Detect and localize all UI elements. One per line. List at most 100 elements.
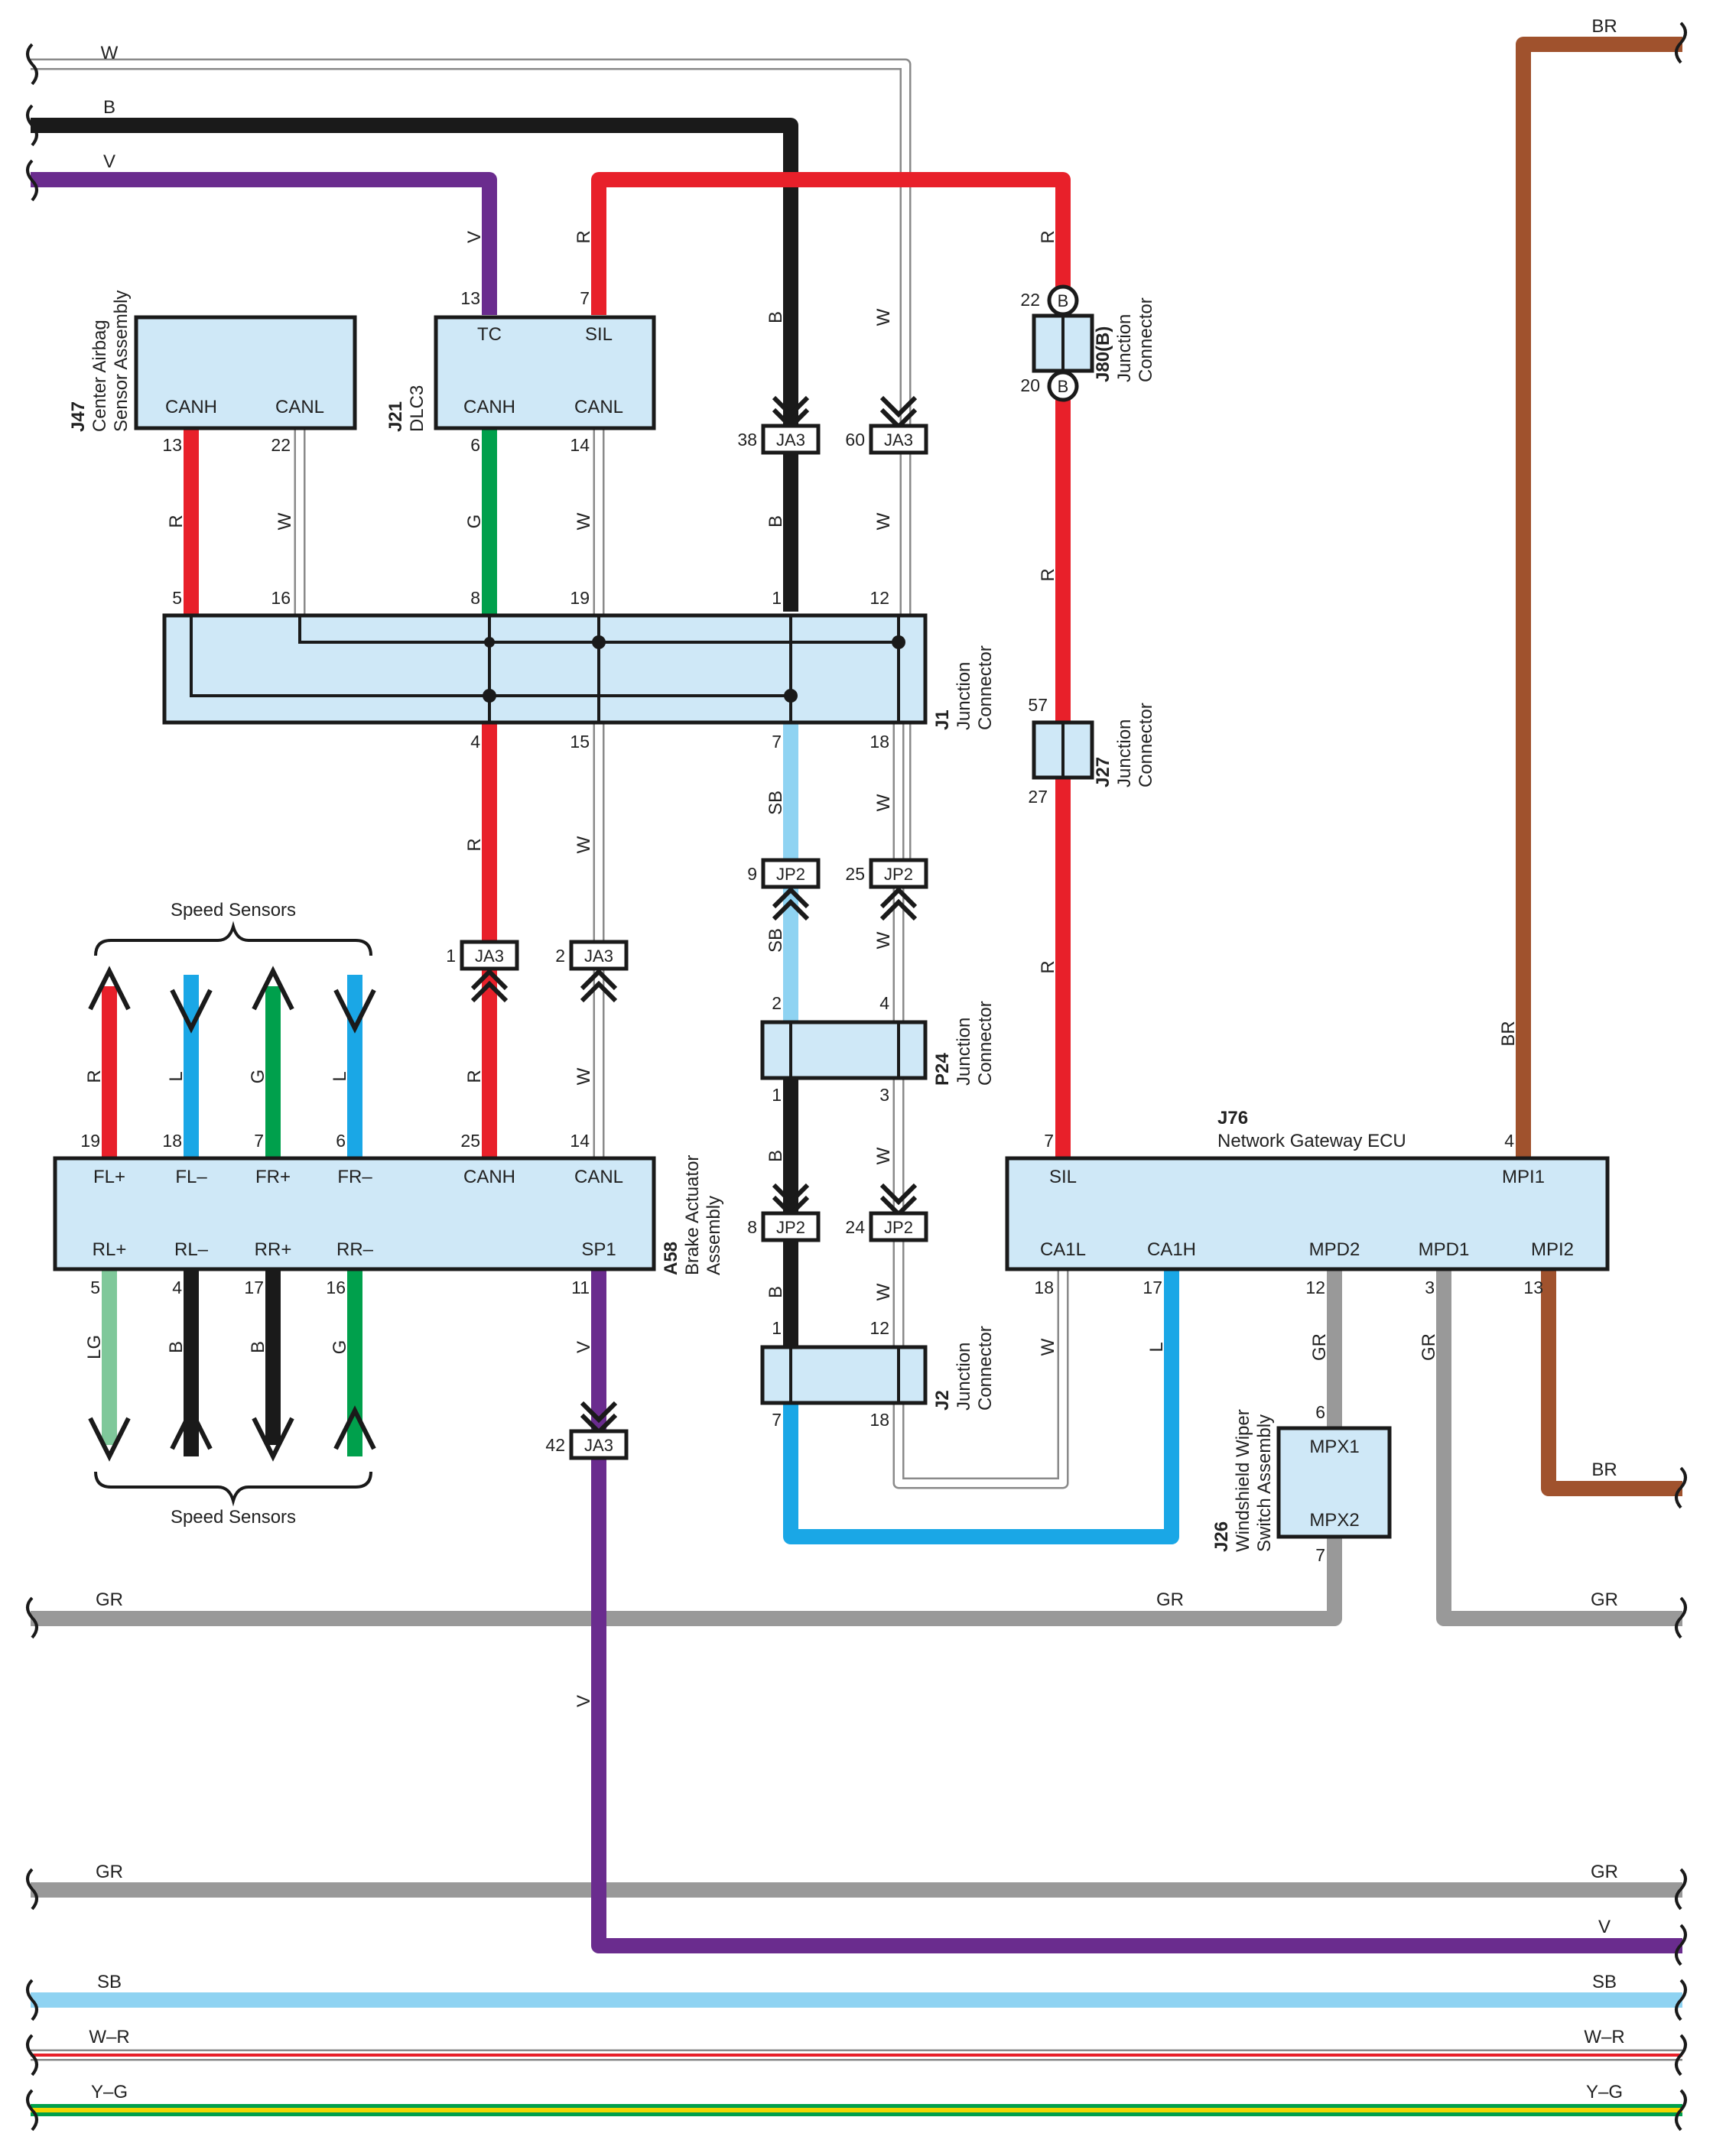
svg-text:JP2: JP2 [884,865,913,884]
svg-text:1: 1 [446,946,456,966]
svg-text:CANH: CANH [165,397,217,417]
pin-numbers: 13 7 13 22 6 14 38 60 22 20 5 16 8 19 1 … [80,288,1543,1565]
svg-text:22: 22 [271,435,291,455]
svg-text:MPI2: MPI2 [1531,1239,1574,1260]
svg-text:RL+: RL+ [93,1239,127,1260]
svg-text:BR: BR [1591,1460,1617,1480]
svg-text:W: W [873,794,894,811]
svg-text:GR: GR [1591,1862,1618,1882]
svg-text:Y–G: Y–G [91,2082,128,2102]
svg-text:W: W [873,1147,894,1164]
jp2-connector-24: JP2 [869,1211,928,1242]
svg-text:TC: TC [477,324,502,345]
svg-text:18: 18 [870,732,889,752]
svg-text:W–R: W–R [1584,2027,1624,2047]
svg-text:J1: J1 [932,709,953,730]
speed-sensors-label-top: Speed Sensors [171,900,296,921]
svg-text:MPD2: MPD2 [1309,1239,1360,1260]
wire-gr-mpx2 [31,1537,1342,1626]
svg-text:18: 18 [1034,1278,1054,1297]
svg-text:B: B [166,1341,187,1353]
svg-text:RL–: RL– [174,1239,209,1260]
wire-w-top [31,58,912,885]
svg-text:17: 17 [244,1278,264,1297]
svg-text:V: V [1598,1917,1611,1937]
svg-text:Connector: Connector [1136,297,1156,382]
bus-color-labels: W B V BR BR GR GR GR GR GR V SB SB W–R W… [89,16,1624,2102]
svg-text:GR: GR [1591,1589,1618,1610]
svg-text:1: 1 [772,588,782,608]
svg-text:8: 8 [747,1217,757,1237]
svg-text:L: L [330,1071,350,1081]
svg-text:W: W [574,1067,594,1085]
bracket-top [94,921,372,956]
a58-brake-actuator: FL+ FL– FR+ FR– CANH CANL RL+ RL– RR+ RR… [53,1155,724,1275]
svg-text:R: R [1038,960,1058,973]
svg-text:CANL: CANL [574,397,623,417]
svg-text:CA1L: CA1L [1040,1239,1086,1260]
svg-text:LG: LG [84,1335,105,1359]
wire-br [1516,37,1682,1158]
j1-junction-connector: J1 Junction Connector [162,613,996,730]
svg-text:16: 16 [271,588,291,608]
jp2-connector-25: JP2 [869,858,928,889]
svg-text:R: R [464,838,485,851]
svg-text:MPD1: MPD1 [1419,1239,1470,1260]
svg-text:25: 25 [460,1131,480,1151]
j27-junction-connector: J27 Junction Connector [1032,703,1156,787]
svg-text:V: V [464,231,485,243]
svg-text:2: 2 [772,993,782,1013]
svg-text:8: 8 [470,588,480,608]
svg-text:L: L [166,1071,187,1081]
svg-text:J2: J2 [932,1390,953,1411]
wire-gr-mpd1 [1436,1269,1682,1626]
svg-text:SB: SB [97,1972,122,1992]
svg-text:W: W [101,43,119,63]
speed-sensors-label-bottom: Speed Sensors [171,1507,296,1528]
svg-text:GR: GR [96,1862,123,1882]
svg-text:V: V [574,1341,594,1353]
svg-text:W: W [574,512,594,530]
svg-text:RR+: RR+ [255,1239,292,1260]
svg-text:18: 18 [870,1410,889,1430]
svg-text:B: B [248,1341,268,1353]
wire-l-j2-ca1h [783,1269,1179,1544]
svg-text:6: 6 [336,1131,346,1151]
svg-text:W: W [873,308,894,326]
ja3-connector-2: JA3 [569,940,629,971]
j80-junction-connector: B B J80(B) Junction Connector [1032,284,1156,402]
svg-text:G: G [330,1340,350,1355]
svg-text:J26: J26 [1211,1521,1232,1552]
svg-text:6: 6 [1315,1402,1325,1422]
bracket-bottom [94,1471,372,1507]
ja3-connector-38: JA3 [761,424,821,455]
svg-text:7: 7 [772,732,782,752]
svg-text:CANL: CANL [574,1167,623,1187]
svg-text:1: 1 [772,1085,782,1105]
svg-text:B: B [1058,377,1069,396]
svg-text:12: 12 [1305,1278,1325,1297]
svg-text:FR–: FR– [337,1167,372,1187]
svg-text:Connector: Connector [1136,703,1156,787]
svg-text:3: 3 [879,1085,889,1105]
svg-text:W: W [873,1283,894,1300]
jp2-connector-9: JP2 [761,858,821,889]
svg-text:Sensor Assembly: Sensor Assembly [111,291,132,432]
wire-v-sp1 [591,1269,1682,1953]
vertical-wire-labels: V R B W R R W G W B W R R W SB W SB W R … [84,230,1519,1707]
wire-v-top [31,172,497,315]
svg-text:SP1: SP1 [581,1239,616,1260]
wire-br2 [1541,1269,1682,1496]
svg-text:Connector: Connector [975,645,996,730]
svg-text:J21: J21 [385,401,406,432]
svg-text:14: 14 [570,435,590,455]
svg-text:JP2: JP2 [884,1218,913,1237]
svg-text:12: 12 [870,588,889,608]
svg-text:SB: SB [765,791,786,815]
svg-text:13: 13 [1523,1278,1543,1297]
svg-text:CANH: CANH [463,1167,515,1187]
svg-text:R: R [84,1070,105,1083]
svg-text:25: 25 [845,864,865,884]
svg-text:FL+: FL+ [93,1167,125,1187]
